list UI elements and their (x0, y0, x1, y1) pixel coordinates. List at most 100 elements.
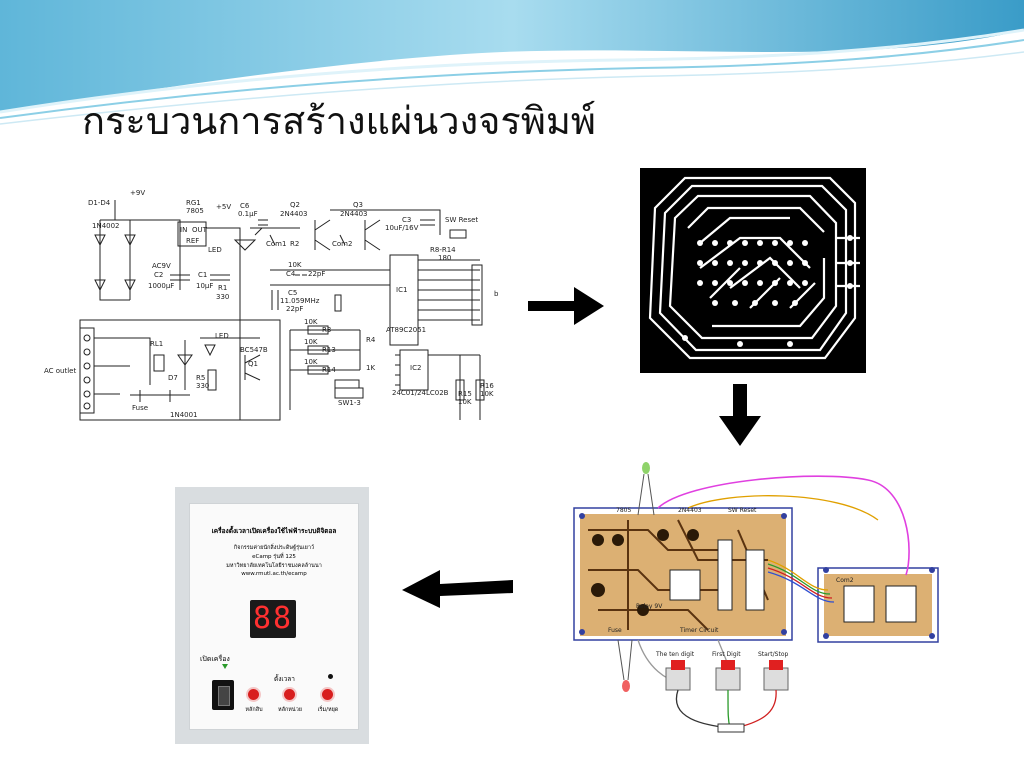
svg-text:REF: REF (186, 237, 199, 245)
slide-title: กระบวนการสร้างแผ่นวงจรพิมพ์ (82, 99, 596, 143)
svg-text:OUT: OUT (192, 226, 208, 234)
svg-text:Com2: Com2 (332, 240, 352, 248)
start-stop-label: เริ่ม/หยุด (317, 707, 339, 713)
tens-digit-button[interactable] (248, 689, 259, 700)
svg-text:22pF: 22pF (286, 305, 303, 313)
svg-text:R8-R14: R8-R14 (430, 246, 456, 254)
svg-text:2N4403: 2N4403 (678, 507, 702, 514)
svg-text:AT89C2051: AT89C2051 (386, 326, 426, 334)
svg-text:SW Reset: SW Reset (445, 216, 478, 224)
svg-text:Q3: Q3 (353, 201, 363, 209)
pcb-traces (648, 176, 860, 360)
svg-text:330: 330 (216, 293, 229, 301)
svg-text:10K: 10K (288, 261, 302, 269)
svg-text:1K: 1K (366, 364, 375, 372)
svg-text:Q2: Q2 (290, 201, 300, 209)
assembly-drawing: 7805 2N4403 SW Reset Relay 9V Fuse Timer… (573, 462, 939, 733)
svg-text:R1: R1 (218, 284, 227, 292)
svg-text:10K: 10K (458, 398, 472, 406)
svg-text:Com1: Com1 (266, 240, 286, 248)
svg-text:C5: C5 (288, 289, 297, 297)
device-line-4: www.rmutl.ac.th/ecamp (241, 571, 307, 577)
schematic-drawing: D1-D4 1N4002 +9V RG1 7805 IN OUT REF +5V… (44, 189, 499, 421)
svg-text:7805: 7805 (186, 207, 204, 215)
start-stop-button[interactable] (322, 689, 333, 700)
device-line-3: มหาวิทยาลัยเทคโนโลยีราชมงคลล้านนา (226, 563, 322, 569)
arrow-right-icon (528, 287, 604, 325)
svg-text:First Digit: First Digit (712, 651, 741, 658)
svg-text:D1-D4: D1-D4 (88, 199, 111, 207)
arrow-left-icon (402, 570, 513, 608)
finished-device-photo: เครื่องตั้งเวลาเปิดเครื่องใช้ไฟฟ้าระบบดิ… (175, 487, 369, 744)
svg-text:0.1µF: 0.1µF (238, 210, 258, 218)
svg-text:Com2: Com2 (836, 577, 854, 584)
svg-text:330: 330 (196, 382, 209, 390)
svg-text:C1: C1 (198, 271, 207, 279)
svg-text:R3: R3 (322, 326, 331, 334)
svg-text:Q1: Q1 (248, 360, 258, 368)
tens-digit-label: หลักสิบ (245, 707, 263, 713)
seven-segment-display: 88 (250, 600, 296, 638)
svg-text:2N4403: 2N4403 (280, 210, 308, 218)
svg-text:LED: LED (208, 246, 222, 254)
svg-text:R2: R2 (290, 240, 299, 248)
units-digit-button[interactable] (284, 689, 295, 700)
svg-text:10uF/16V: 10uF/16V (385, 224, 419, 232)
device-title: เครื่องตั้งเวลาเปิดเครื่องใช้ไฟฟ้าระบบดิ… (211, 527, 337, 535)
device-face: เครื่องตั้งเวลาเปิดเครื่องใช้ไฟฟ้าระบบดิ… (189, 503, 359, 730)
svg-text:180: 180 (438, 254, 451, 262)
svg-text:R5: R5 (196, 374, 205, 382)
svg-text:SW1-3: SW1-3 (338, 399, 361, 407)
assembly-wiring-diagram: 7805 2N4403 SW Reset Relay 9V Fuse Timer… (568, 460, 944, 736)
svg-text:1N4001: 1N4001 (170, 411, 198, 419)
svg-text:AC outlet: AC outlet (44, 367, 76, 375)
svg-text:IN: IN (180, 226, 187, 234)
svg-text:The ten digit: The ten digit (655, 651, 695, 658)
svg-text:b: b (494, 290, 499, 298)
svg-text:R4: R4 (366, 336, 376, 344)
svg-text:IC1: IC1 (396, 286, 407, 294)
units-digit-label: หลักหน่วย (277, 707, 303, 713)
svg-text:10K: 10K (304, 338, 318, 346)
svg-text:R14: R14 (322, 366, 336, 374)
svg-text:C6: C6 (240, 202, 250, 210)
svg-text:LED: LED (215, 332, 229, 340)
svg-text:RL1: RL1 (150, 340, 163, 348)
svg-text:IC2: IC2 (410, 364, 421, 372)
svg-text:7805: 7805 (616, 507, 631, 514)
pcb-layout-image (640, 168, 866, 373)
svg-text:C4: C4 (286, 270, 296, 278)
svg-text:Relay 9V: Relay 9V (636, 603, 663, 610)
svg-text:11.059MHz: 11.059MHz (280, 297, 320, 305)
svg-text:10µF: 10µF (196, 282, 213, 290)
svg-text:22pF: 22pF (308, 270, 325, 278)
svg-text:R16: R16 (480, 382, 494, 390)
power-indicator-icon (222, 664, 228, 669)
svg-text:C2: C2 (154, 271, 163, 279)
svg-text:1000µF: 1000µF (148, 282, 174, 290)
header-wave-decoration (0, 0, 1024, 125)
svg-text:BC547B: BC547B (240, 346, 268, 354)
set-time-label: ตั้งเวลา (274, 675, 295, 683)
svg-text:2N4403: 2N4403 (340, 210, 368, 218)
svg-text:24C01/24LC02B: 24C01/24LC02B (392, 389, 449, 397)
svg-text:R13: R13 (322, 346, 336, 354)
device-line-1: กิจกรรมค่ายนักสิ่งประดิษฐ์รุ่นเยาว์ (233, 545, 315, 551)
svg-text:RG1: RG1 (186, 199, 201, 207)
svg-text:Fuse: Fuse (608, 627, 622, 634)
svg-text:Fuse: Fuse (132, 404, 148, 412)
svg-text:Start/Stop: Start/Stop (758, 651, 789, 658)
power-switch-rocker-icon (218, 686, 230, 706)
svg-text:C3: C3 (402, 216, 411, 224)
circuit-schematic: D1-D4 1N4002 +9V RG1 7805 IN OUT REF +5V… (40, 180, 502, 432)
svg-text:10K: 10K (304, 318, 318, 326)
power-switch[interactable] (212, 680, 234, 710)
svg-text:10K: 10K (480, 390, 494, 398)
power-label: เปิดเครื่อง (200, 655, 230, 663)
device-line-2: eCamp รุ่นที่ 125 (252, 554, 296, 560)
svg-text:R15: R15 (458, 390, 472, 398)
svg-text:AC9V: AC9V (152, 262, 171, 270)
svg-text:SW Reset: SW Reset (728, 507, 757, 514)
svg-text:Timer Circuit: Timer Circuit (679, 627, 719, 634)
svg-text:+5V: +5V (216, 203, 231, 211)
